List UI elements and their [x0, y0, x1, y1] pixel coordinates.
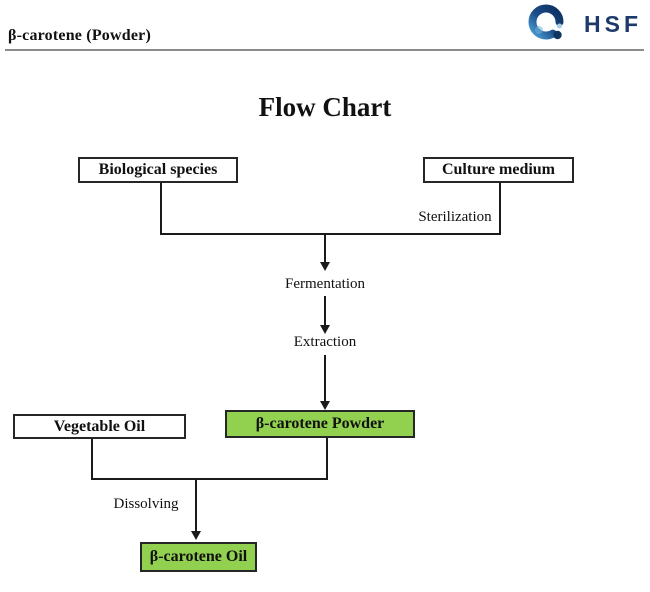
hsf-logo: HSF [526, 2, 646, 44]
connector-merge-bottom [91, 478, 328, 480]
node-culture-medium: Culture medium [423, 157, 574, 183]
connector-stem-extraction [324, 296, 326, 327]
step-label-sterilization: Sterilization [418, 209, 492, 225]
connector-bio-down [160, 183, 162, 235]
step-label-fermentation: Fermentation [285, 276, 365, 292]
connector-stem-fermentation [324, 235, 326, 264]
arrowhead-extraction [320, 325, 330, 334]
hsf-swirl-icon [528, 4, 564, 40]
arrowhead-oil [191, 531, 201, 540]
hsf-logo-text: HSF [584, 11, 642, 37]
step-label-dissolving: Dissolving [113, 496, 179, 512]
flowchart-title: Flow Chart [258, 92, 392, 122]
arrowhead-powder [320, 401, 330, 410]
connector-culture-down [499, 183, 501, 235]
header-rule [5, 49, 644, 51]
node-beta-carotene-oil: β-carotene Oil [140, 542, 257, 572]
connector-merge-top [160, 233, 501, 235]
doc-title: β-carotene (Powder) [8, 27, 151, 44]
connector-veg-down [91, 439, 93, 479]
node-beta-carotene-powder: β-carotene Powder [225, 410, 415, 438]
node-vegetable-oil: Vegetable Oil [13, 414, 186, 439]
step-label-extraction: Extraction [293, 334, 357, 350]
connector-stem-oil [195, 480, 197, 533]
connector-stem-powder [324, 355, 326, 403]
node-biological-species: Biological species [78, 157, 238, 183]
connector-powder-down [326, 438, 328, 479]
arrowhead-fermentation [320, 262, 330, 271]
